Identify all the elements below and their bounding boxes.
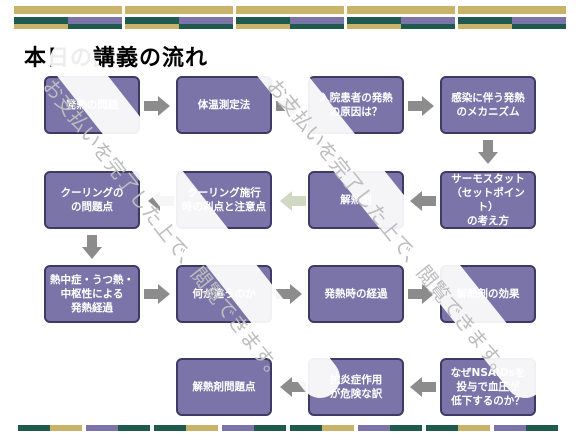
flow-box-fever-course: 発熱時の経過 (308, 265, 404, 323)
arrow-down-icon (478, 140, 498, 164)
flow-box-antipyretic: 解熱剤 (308, 171, 404, 229)
flow-box-difference: 何が違うのか (176, 265, 272, 323)
flow-box-fever-mechanism: 感染に伴う発熱 のメカニズム (440, 76, 536, 134)
footer-tile (290, 425, 354, 431)
arrow-right-icon (276, 96, 302, 116)
header-tile (347, 6, 455, 29)
footer-tile (18, 425, 82, 431)
flow-box-inpatient-fever: 入院患者の発熱 の原因は？ (308, 76, 404, 134)
arrow-left-icon (280, 191, 306, 211)
arrow-left-icon (148, 191, 174, 211)
header-decoration (0, 0, 580, 34)
flow-box-temperature: 体温測定法 (176, 76, 272, 134)
arrow-right-icon (408, 96, 434, 116)
arrow-left-icon (280, 377, 306, 397)
arrow-right-icon (144, 284, 170, 304)
header-tile (14, 6, 122, 29)
arrow-left-icon (410, 191, 436, 211)
arrow-left-icon (410, 377, 436, 397)
arrow-down-icon (82, 235, 102, 259)
slide-title: 本日の講義の流れ (24, 46, 209, 71)
arrow-right-icon (276, 284, 302, 304)
flow-box-nsaids: なぜNSAIDsを 投与で血圧が 低下するのか？ (440, 358, 536, 416)
footer-tile (154, 425, 218, 431)
footer-tile (86, 425, 150, 431)
flow-box-anti-inflammatory: 抗炎症作用 が危険な訳 (308, 358, 404, 416)
flow-box-cooling-problems: クーリングの の問題点 (44, 171, 140, 229)
footer-decoration (0, 421, 580, 435)
header-tile (125, 6, 233, 29)
footer-tile (358, 425, 422, 431)
flow-box-thermostat: サーモスタット （セットポイント） の考え方 (440, 171, 536, 229)
arrow-right-icon (408, 284, 434, 304)
flow-box-fever-problem: 発熱の問題 (44, 76, 140, 134)
header-tile (236, 6, 344, 29)
footer-tile (222, 425, 286, 431)
header-tile (458, 6, 566, 29)
flow-box-antipyretic-effect: 解熱剤の効果 (440, 265, 536, 323)
arrow-right-icon (144, 96, 170, 116)
flow-box-antipyretic-issues: 解熱剤問題点 (176, 358, 272, 416)
flow-box-cooling-benefits: クーリング施行 時の利点と注意点 (176, 171, 272, 229)
flow-box-heatstroke: 熱中症・うつ熱・ 中枢性による 発熱経過 (44, 265, 140, 323)
footer-tile (426, 425, 490, 431)
footer-tile (494, 425, 558, 431)
